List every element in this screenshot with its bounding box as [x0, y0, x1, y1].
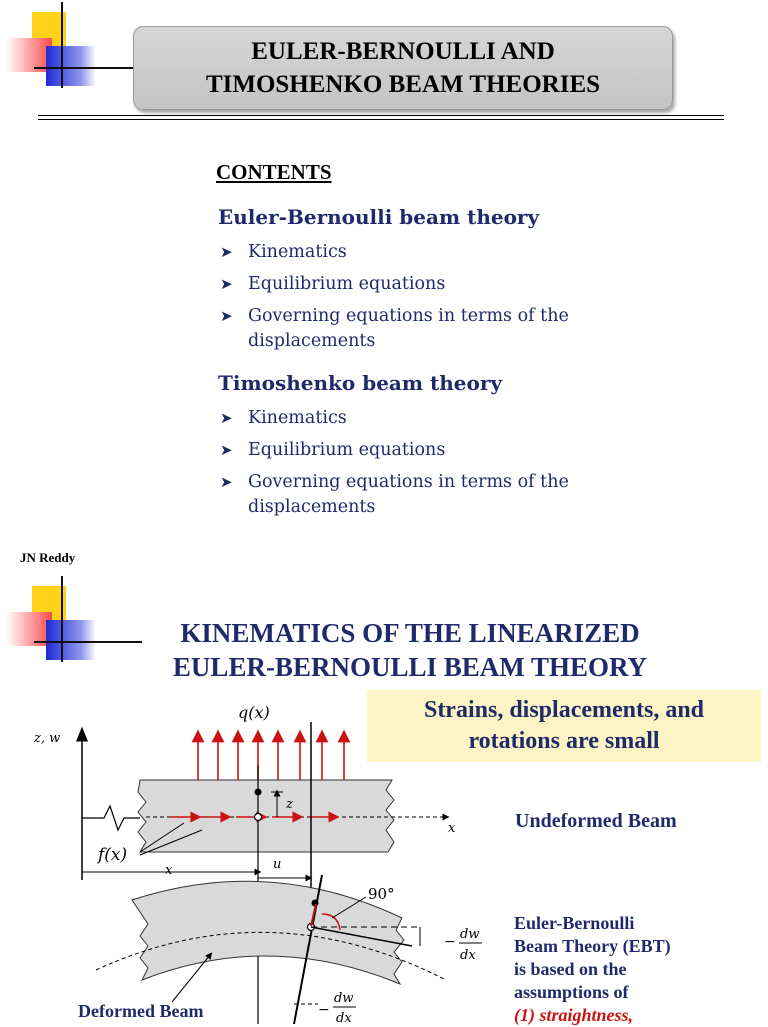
f-label: f(x): [96, 845, 127, 865]
material-point: [254, 788, 262, 796]
angle-leader: [331, 896, 367, 919]
right-angle-arc: [321, 913, 341, 931]
slide-2-title-line-2: EULER-BERNOULLI BEAM THEORY: [172, 652, 648, 682]
deco-horizontal-line: [34, 67, 134, 69]
z-label: z: [285, 797, 293, 812]
assumption-note-line-1: Strains, displacements, and: [423, 697, 705, 723]
arrow-bullet-icon: ➤: [220, 243, 233, 261]
section-heading-timoshenko: Timoshenko beam theory: [218, 371, 503, 395]
beam-kinematics-diagram: z, w q(x) x: [33, 703, 482, 1024]
deco-vertical-line: [61, 2, 63, 88]
deco-blue-square: [46, 620, 96, 660]
section-list-euler: ➤Kinematics ➤Equilibrium equations ➤Gove…: [220, 240, 628, 361]
slide-1-title-box: EULER-BERNOULLI AND TIMOSHENKO BEAM THEO…: [133, 26, 673, 110]
arrow-bullet-icon: ➤: [220, 473, 233, 491]
deformed-centerline: [95, 931, 447, 981]
lower-slope-denominator: dx: [336, 1011, 352, 1024]
slope-denominator: dx: [460, 948, 476, 963]
undeformed-beam-label: Undeformed Beam: [515, 810, 677, 832]
slide-2-title-line-1: KINEMATICS OF THE LINEARIZED: [180, 618, 640, 648]
f-leader-2: [139, 829, 203, 856]
section-heading-euler: Euler-Bernoulli beam theory: [218, 205, 540, 229]
deco-red-square: [6, 612, 52, 646]
list-item: ➤Governing equations in terms of the dis…: [220, 472, 569, 517]
list-item: ➤Governing equations in terms of the dis…: [220, 306, 569, 351]
list-item: ➤Kinematics: [220, 406, 628, 431]
break-symbol: [82, 804, 140, 832]
list-item: ➤Equilibrium equations: [220, 438, 628, 463]
x-dimension-label: x: [165, 863, 173, 878]
slide-1-title-line-2: TIMOSHENKO BEAM THEORIES: [205, 71, 601, 98]
title-divider-bottom: [38, 119, 724, 120]
lower-slope-numerator: dw: [334, 991, 353, 1006]
angle-label: 90°: [368, 885, 395, 903]
list-item: ➤Kinematics: [220, 240, 628, 265]
slide-1-title-line-1: EULER-BERNOULLI AND: [251, 38, 555, 65]
distributed-load-arrows: [191, 729, 351, 780]
load-label: q(x): [238, 703, 270, 722]
deformed-beam-label: Deformed Beam: [78, 1001, 204, 1021]
f-leader-1: [139, 822, 185, 853]
assumption-note-line-2: rotations are small: [468, 728, 660, 754]
slide-2-title: KINEMATICS OF THE LINEARIZED EULER-BERNO…: [140, 616, 680, 684]
u-label: u: [273, 857, 281, 872]
deco-horizontal-line: [34, 641, 142, 643]
deformed-leader: [171, 952, 213, 1003]
arrow-bullet-icon: ➤: [220, 307, 233, 325]
assumption-note: Strains, displacements, and rotations ar…: [367, 690, 761, 762]
ebt-line: assumptions of: [514, 982, 629, 1002]
x-axis-label: x: [448, 821, 456, 836]
deco-blue-square: [46, 46, 96, 86]
lower-slope-minus: −: [318, 1002, 330, 1018]
ebt-line: is based on the: [514, 959, 627, 979]
z-axis-label: z, w: [33, 731, 60, 746]
undeformed-beam: [137, 779, 395, 853]
arrow-bullet-icon: ➤: [220, 409, 233, 427]
list-item: ➤Equilibrium equations: [220, 272, 628, 297]
slope-numerator: dw: [460, 927, 479, 942]
author-credit: JN Reddy: [20, 550, 76, 565]
slope-minus: −: [444, 934, 456, 950]
deco-red-square: [6, 38, 52, 72]
arrow-bullet-icon: ➤: [220, 441, 233, 459]
ebt-line: Euler-Bernoulli: [514, 913, 635, 933]
ebt-line: Beam Theory (EBT): [514, 936, 671, 956]
contents-heading: CONTENTS: [216, 160, 332, 184]
arrow-bullet-icon: ➤: [220, 275, 233, 293]
ebt-assumptions-text: Euler-Bernoulli Beam Theory (EBT) is bas…: [514, 912, 764, 1027]
deformed-z-segment: [310, 903, 317, 927]
deco-vertical-line: [61, 576, 63, 662]
rotated-normal: [293, 874, 323, 1024]
section-list-timoshenko: ➤Kinematics ➤Equilibrium equations ➤Gove…: [220, 406, 628, 527]
ebt-assumption-straightness: (1) straightness,: [514, 1005, 634, 1025]
centroid-point: [253, 812, 263, 822]
tangent-line: [310, 926, 413, 947]
title-divider-top: [38, 115, 724, 116]
